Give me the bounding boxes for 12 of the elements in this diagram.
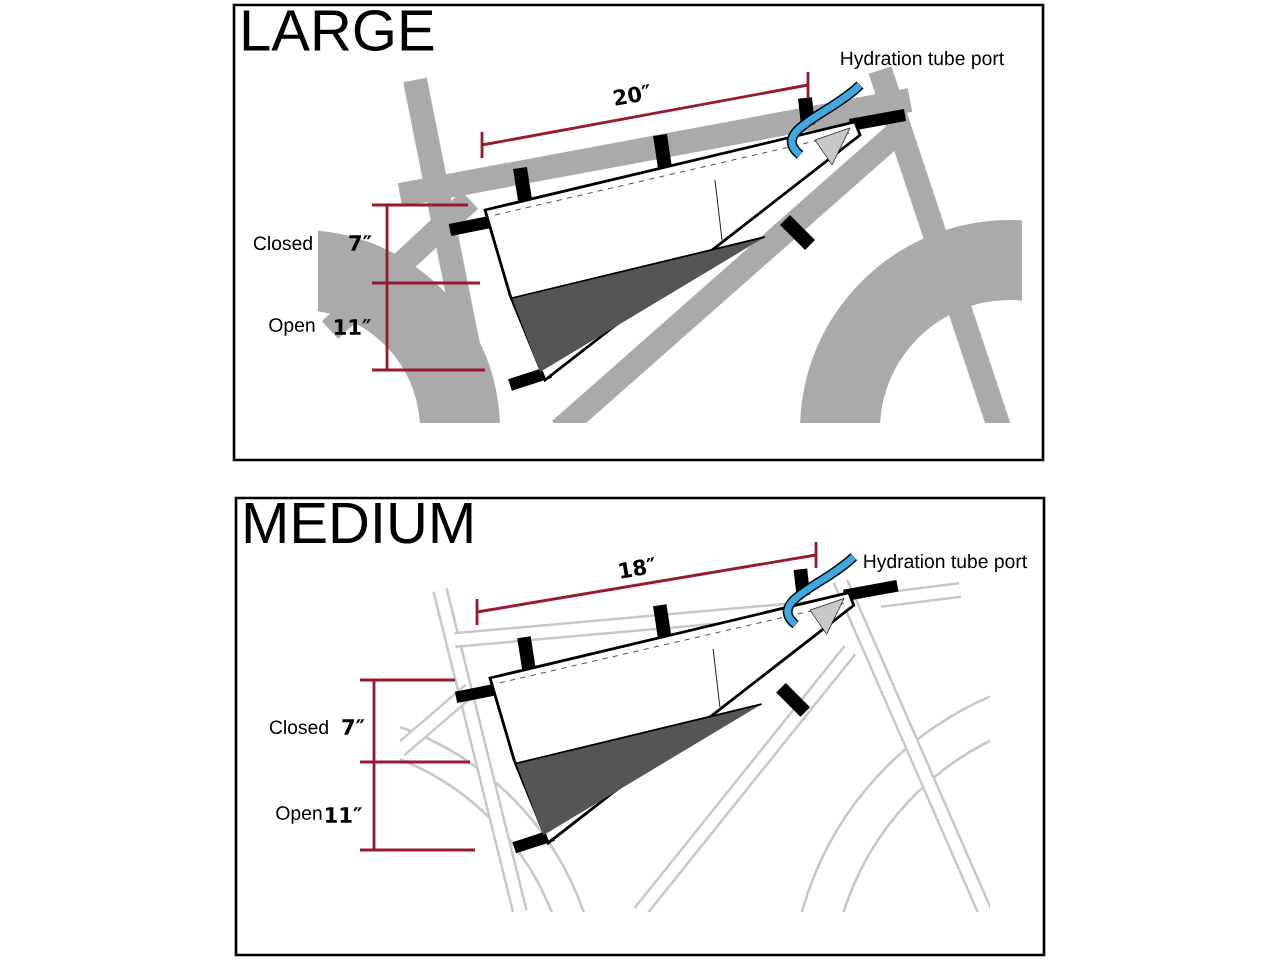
dimension-label: 11″ [335, 319, 371, 335]
callout-text: Hydration tube port [841, 51, 1005, 69]
size-label: Closed [253, 235, 312, 251]
dimension-label: 20″ [613, 84, 650, 106]
dimension-label: 7″ [349, 235, 372, 251]
dimension-label: 7″ [342, 719, 365, 735]
dimension-label: 11″ [326, 807, 362, 823]
dimension-label: 18″ [619, 557, 655, 579]
size-label: Open [276, 806, 322, 824]
size-label: Closed [269, 719, 328, 735]
callout-text: Hydration tube port [864, 554, 1028, 572]
size-label: Open [269, 318, 315, 336]
